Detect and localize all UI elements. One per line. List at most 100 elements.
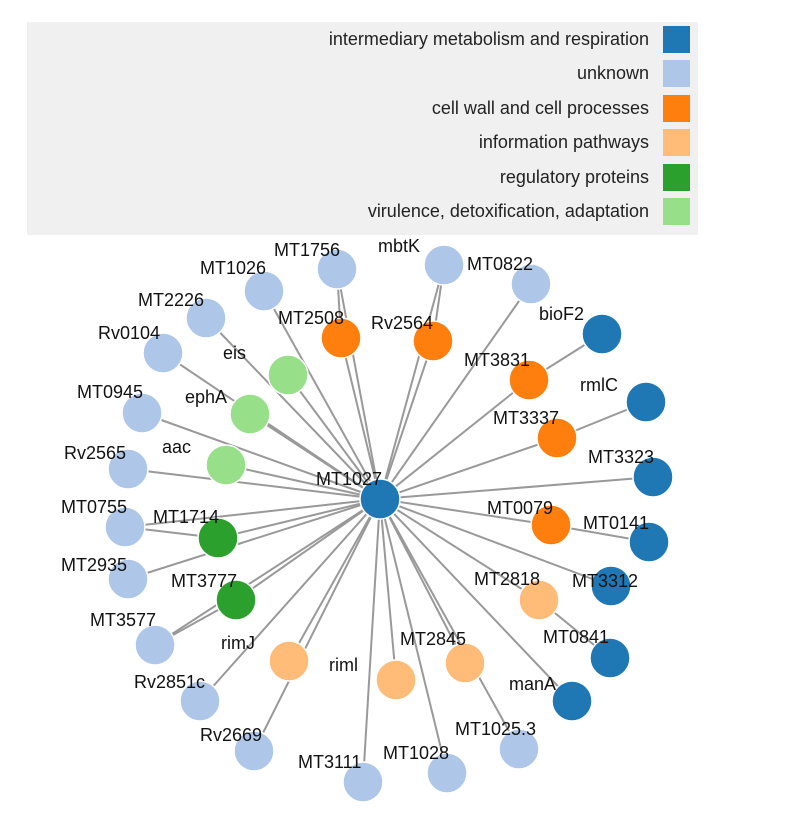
node-label-MT3323: MT3323 <box>588 447 654 467</box>
node-MT1756[interactable] <box>316 248 358 290</box>
node-Rv2669[interactable] <box>233 730 275 772</box>
legend-item: regulatory proteins <box>500 163 690 191</box>
node-MT0841[interactable] <box>589 637 631 679</box>
node-label-MT2508: MT2508 <box>278 308 344 328</box>
node-MT1026[interactable] <box>243 270 285 312</box>
edge-MT1027-MT3111 <box>362 498 381 783</box>
node-label-ephA: ephA <box>185 387 227 407</box>
node-label-Rv0104: Rv0104 <box>98 323 160 343</box>
node-aac[interactable] <box>205 444 247 486</box>
node-riml[interactable] <box>375 659 417 701</box>
node-MT1028[interactable] <box>426 752 468 794</box>
node-label-MT2935: MT2935 <box>61 555 127 575</box>
node-Rv2565[interactable] <box>107 448 149 490</box>
edge-MT1027-MT2226 <box>205 317 381 500</box>
node-MT3111[interactable] <box>342 761 384 803</box>
node-label-MT3831: MT3831 <box>464 350 530 370</box>
node-label-mbtK: mbtK <box>378 236 420 256</box>
node-Rv2564[interactable] <box>412 320 454 362</box>
node-label-manA: manA <box>509 674 556 694</box>
node-MT2818[interactable] <box>518 579 560 621</box>
node-MT3323[interactable] <box>632 456 674 498</box>
node-label-MT3312: MT3312 <box>572 571 638 591</box>
node-label-MT3111: MT3111 <box>298 752 361 772</box>
node-label-MT2845: MT2845 <box>400 629 466 649</box>
node-label-rmlC: rmlC <box>580 375 618 395</box>
node-MT3577[interactable] <box>134 624 176 666</box>
node-MT0945[interactable] <box>121 392 163 434</box>
edge-MT1027-Rv2851c <box>199 498 381 702</box>
edge-MT1027-MT1756 <box>336 268 381 500</box>
node-MT2226[interactable] <box>185 297 227 339</box>
legend-label: cell wall and cell processes <box>431 97 649 118</box>
node-label-MT1025.3: MT1025.3 <box>455 719 536 739</box>
node-MT0822[interactable] <box>510 263 552 305</box>
edge-MT1027-MT3831 <box>379 379 530 500</box>
node-label-MT0822: MT0822 <box>467 254 533 274</box>
legend-swatch <box>663 60 690 87</box>
legend-label: unknown <box>576 63 649 83</box>
edge-MT1027-MT3577 <box>154 498 381 646</box>
legend-label: virulence, detoxification, adaptation <box>367 201 649 221</box>
legend-item: information pathways <box>479 129 690 157</box>
node-label-MT3777: MT3777 <box>171 571 237 591</box>
node-eis[interactable] <box>267 354 309 396</box>
node-label-MT0945: MT0945 <box>77 382 143 402</box>
edge-MT1027-MT3777 <box>235 498 381 601</box>
node-label-MT0841: MT0841 <box>543 627 609 647</box>
node-label-MT1756: MT1756 <box>274 240 340 260</box>
node-manA[interactable] <box>551 680 593 722</box>
node-label-rimJ: rimJ <box>221 633 255 653</box>
edge-MT1027-Rv2565 <box>127 468 381 500</box>
node-MT3312[interactable] <box>590 565 632 607</box>
node-bioF2[interactable] <box>581 313 623 355</box>
edge-MT1027-aac <box>225 464 381 500</box>
node-Rv2851c[interactable] <box>179 680 221 722</box>
node-label-riml: riml <box>329 655 358 675</box>
node-MT2935[interactable] <box>107 558 149 600</box>
node-Rv0104[interactable] <box>142 332 184 374</box>
edge-MT1027-MT3312 <box>379 498 612 587</box>
node-ephA[interactable] <box>229 393 271 435</box>
node-MT2845[interactable] <box>444 642 486 684</box>
node-MT0755[interactable] <box>104 506 146 548</box>
node-label-MT0141: MT0141 <box>583 513 649 533</box>
node-MT1025.3[interactable] <box>498 728 540 770</box>
node-MT3777[interactable] <box>215 579 257 621</box>
node-rmlC[interactable] <box>625 381 667 423</box>
edge-MT1027-MT0945 <box>141 412 381 500</box>
nodes-layer <box>104 244 674 803</box>
node-MT3337[interactable] <box>536 417 578 459</box>
node-label-MT0079: MT0079 <box>487 498 553 518</box>
node-mbtK[interactable] <box>423 244 465 286</box>
node-label-MT2226: MT2226 <box>138 290 204 310</box>
edge-MT1027-MT3337 <box>379 437 558 500</box>
edge-MT1027-MT0079 <box>379 498 552 526</box>
edge-MT1027-Rv2564 <box>379 340 434 500</box>
edge-MT1027-eis <box>287 374 381 500</box>
node-rimJ[interactable] <box>268 640 310 682</box>
legend-swatch <box>663 129 690 156</box>
node-label-MT3577: MT3577 <box>90 610 156 630</box>
legend-item: intermediary metabolism and respiration <box>329 25 690 53</box>
node-MT1714[interactable] <box>197 517 239 559</box>
legend-swatch <box>663 25 690 53</box>
node-label-MT3337: MT3337 <box>493 408 559 428</box>
legend-label: regulatory proteins <box>499 166 649 187</box>
legend-swatch <box>663 163 690 191</box>
edge-MT1027-MT1714 <box>217 498 381 539</box>
edge-MT1027-MT2818 <box>379 498 540 601</box>
legend: intermediary metabolism and respiration u… <box>27 22 698 235</box>
node-label-MT0755: MT0755 <box>61 497 127 517</box>
node-MT2508[interactable] <box>320 317 362 359</box>
node-MT0141[interactable] <box>628 521 670 563</box>
legend-item: virulence, detoxification, adaptation <box>368 198 690 226</box>
node-label-bioF2: bioF2 <box>539 304 584 324</box>
node-MT1027[interactable] <box>359 478 401 520</box>
node-MT0079[interactable] <box>530 504 572 546</box>
edge-MT1027-MT2508 <box>340 337 381 500</box>
node-label-MT2818: MT2818 <box>474 569 540 589</box>
node-label-eis: eis <box>223 343 246 363</box>
node-MT3831[interactable] <box>508 359 550 401</box>
